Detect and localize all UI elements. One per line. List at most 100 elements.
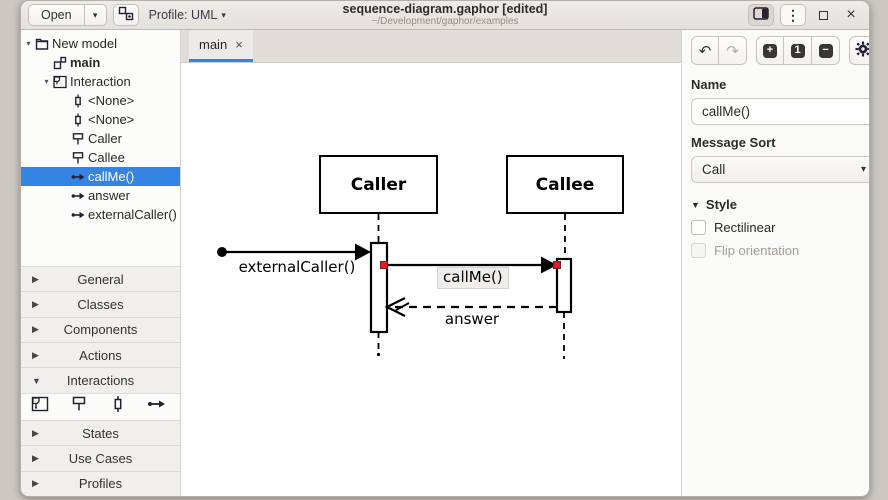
undo-button[interactable]: ↶ xyxy=(691,36,719,65)
message-icon xyxy=(70,188,85,203)
zoom-100-button[interactable]: 1 xyxy=(784,36,812,65)
toolbox-section-actions[interactable]: ▶Actions xyxy=(21,342,180,368)
property-toolbar: ↶ ↷ + 1 − xyxy=(691,36,869,65)
main-menu-button[interactable]: ⋮ xyxy=(780,4,806,26)
property-panel: ↶ ↷ + 1 − Name Message Sort Call ▾ xyxy=(681,30,869,496)
message-icon xyxy=(70,169,85,184)
tree-item-label: main xyxy=(70,55,101,70)
toolbox-section-classes[interactable]: ▶ Classes xyxy=(21,291,180,317)
maximize-icon xyxy=(818,10,828,20)
execution-spec-tool-button[interactable] xyxy=(109,396,127,416)
new-diagram-button[interactable] xyxy=(112,4,139,26)
tree-expander-icon[interactable]: ▾ xyxy=(44,77,49,86)
chevron-right-icon: ▶ xyxy=(32,298,39,309)
tree-item-callee[interactable]: Callee xyxy=(21,148,180,167)
checkbox-label: Flip orientation xyxy=(714,243,800,258)
tree-item-label: Caller xyxy=(88,131,122,146)
tree-item-label: Interaction xyxy=(70,74,131,89)
undo-icon: ↶ xyxy=(698,42,712,60)
tree-item-interaction[interactable]: ▾ Interaction xyxy=(21,72,180,91)
message-label-call-me[interactable]: callMe() xyxy=(437,267,509,289)
gear-icon xyxy=(855,41,869,61)
chevron-right-icon: ▶ xyxy=(32,452,39,463)
tree-item-new-model[interactable]: ▾ New model xyxy=(21,34,180,53)
header-bar: Open ▾ Profile: UML ▾ sequence-diagram.g… xyxy=(21,1,869,30)
name-label: Name xyxy=(691,77,727,92)
tree-item-caller[interactable]: Caller xyxy=(21,129,180,148)
tab-main[interactable]: main × xyxy=(189,30,253,62)
toolbox-section-general[interactable]: ▶General xyxy=(21,265,180,292)
header-left: Open ▾ Profile: UML ▾ xyxy=(28,4,230,26)
open-button[interactable]: Open xyxy=(28,4,85,26)
ellipsis-icon: ⋮ xyxy=(786,6,800,23)
sidebar-book-icon xyxy=(753,7,769,23)
lifeline-icon xyxy=(70,131,85,146)
tab-label: main xyxy=(199,37,228,52)
settings-button[interactable] xyxy=(849,36,869,65)
checkbox-icon[interactable] xyxy=(691,220,706,235)
toolbox-section-label: States xyxy=(82,425,119,441)
window-title: sequence-diagram.gaphor [edited] xyxy=(342,2,548,17)
zoom-out-button[interactable]: − xyxy=(812,36,840,65)
window-subtitle: ~/Development/gaphor/examples xyxy=(371,16,519,28)
redo-button[interactable]: ↷ xyxy=(719,36,747,65)
tree-item-label: externalCaller() xyxy=(88,207,177,222)
chevron-right-icon: ▶ xyxy=(32,324,39,335)
profile-selector[interactable]: Profile: UML ▾ xyxy=(145,8,230,22)
toolbox-section-interactions[interactable]: ▼Interactions xyxy=(21,367,180,393)
tree-item-answer[interactable]: answer xyxy=(21,186,180,205)
model-tree: ▾ New model main ▾ Interaction <None><None> Ca… xyxy=(21,30,180,266)
name-input[interactable] xyxy=(691,98,869,125)
toolbox-section-components[interactable]: ▶Components xyxy=(21,316,180,343)
toolbox-section-states[interactable]: ▶ States xyxy=(21,419,180,446)
tree-item-callme[interactable]: callMe() xyxy=(21,167,180,186)
lifeline-head-caller[interactable]: Caller xyxy=(319,155,438,214)
toolbox-section-label: General xyxy=(77,271,124,287)
toolbox-section-label: Profiles xyxy=(78,476,123,492)
tab-close-icon[interactable]: × xyxy=(235,37,243,52)
zoom-group: + 1 − xyxy=(756,36,840,65)
tree-item-label: Callee xyxy=(88,150,125,165)
window-title-block: sequence-diagram.gaphor [edited] ~/Devel… xyxy=(343,2,548,28)
toolbox-section-label: Use Cases xyxy=(68,450,133,466)
tree-item-label: New model xyxy=(52,36,118,51)
diagram-surface[interactable]: Caller Callee externalCaller() callMe() … xyxy=(181,63,681,496)
message-label-answer[interactable]: answer xyxy=(444,310,500,328)
chevron-down-icon: ▼ xyxy=(691,199,700,210)
checkbox-row-rectilinear[interactable]: Rectilinear xyxy=(691,220,869,235)
message-sort-label: Message Sort xyxy=(691,135,776,150)
lifeline-tool-icon xyxy=(70,395,88,418)
chevron-right-icon: ▶ xyxy=(32,427,39,438)
close-button[interactable]: × xyxy=(840,4,862,26)
toolbox-tools-row xyxy=(21,392,180,420)
tree-item-externalcaller[interactable]: externalCaller() xyxy=(21,205,180,224)
zoom-in-button[interactable]: + xyxy=(756,36,784,65)
message-label-external-caller[interactable]: externalCaller() xyxy=(238,258,356,276)
chevron-right-icon: ▶ xyxy=(32,478,39,489)
message-sort-dropdown[interactable]: Call ▾ xyxy=(691,156,869,183)
checkbox-row-flip-orientation: Flip orientation xyxy=(691,243,869,258)
tree-item-none[interactable]: <None> xyxy=(21,110,180,129)
toolbox-section-label: Classes xyxy=(77,296,124,312)
toolbox-sections: ▶General▶Classes▶Components▶Actions▼Inte… xyxy=(21,265,180,496)
toolbox-section-use-cases[interactable]: ▶ Use Cases xyxy=(21,445,180,471)
lifeline-head-callee[interactable]: Callee xyxy=(506,155,624,214)
interaction-tool-button[interactable] xyxy=(31,397,49,416)
toolbox-section-profiles[interactable]: ▶ Profiles xyxy=(21,470,180,496)
header-right: ⋮ × xyxy=(748,4,862,26)
tree-item-none[interactable]: <None> xyxy=(21,91,180,110)
open-dropdown-button[interactable]: ▾ xyxy=(84,4,107,26)
tree-item-main[interactable]: main xyxy=(21,53,180,72)
diagram-icon xyxy=(52,55,67,70)
zoom-out-icon: − xyxy=(818,43,833,58)
sidebar: ▾ New model main ▾ Interaction <None><None> Ca… xyxy=(21,30,181,496)
checkbox-icon xyxy=(691,243,706,258)
lifeline-tool-button[interactable] xyxy=(70,395,88,418)
style-expander[interactable]: ▼ Style xyxy=(691,197,869,212)
maximize-button[interactable] xyxy=(812,4,834,26)
tree-item-label: answer xyxy=(88,188,130,203)
panel-toggle-button[interactable] xyxy=(748,4,774,26)
tree-item-label: callMe() xyxy=(88,169,135,184)
message-tool-button[interactable] xyxy=(148,398,166,416)
tree-expander-icon[interactable]: ▾ xyxy=(26,39,31,48)
